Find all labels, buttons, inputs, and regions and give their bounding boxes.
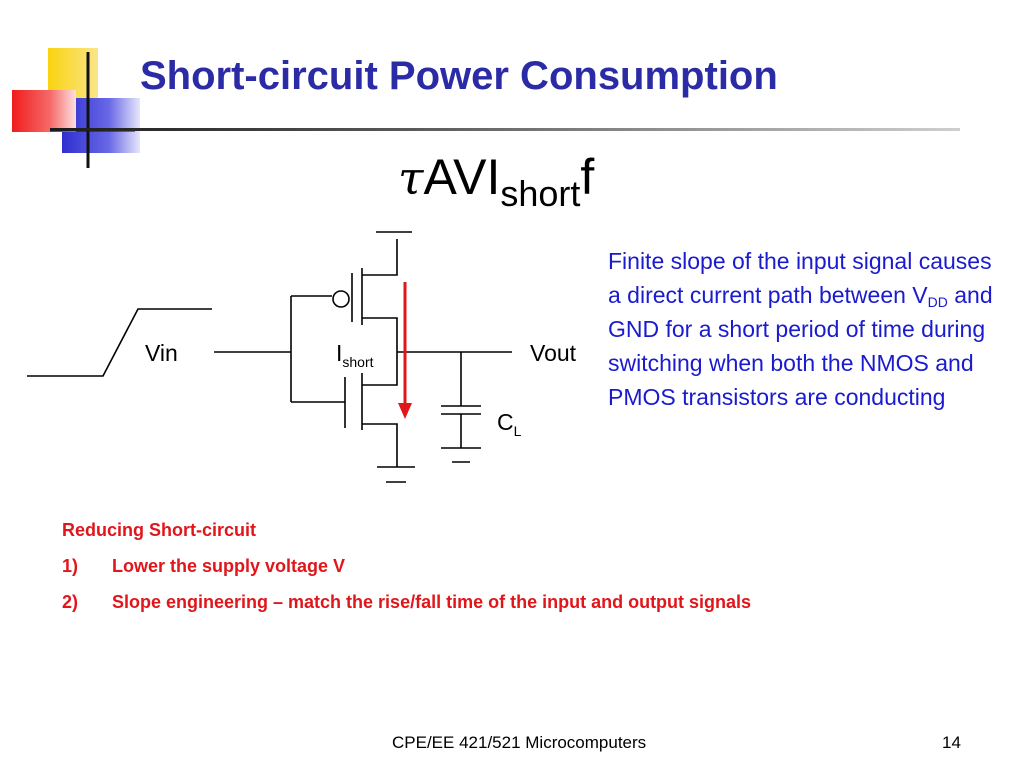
vdd-subscript: DD: [927, 294, 948, 310]
footer-course: CPE/EE 421/521 Microcomputers: [392, 733, 647, 752]
vout-label: Vout: [530, 340, 577, 366]
page-number: 14: [942, 733, 961, 752]
power-formula: τAVIshortf: [398, 149, 595, 212]
slide-title: Short-circuit Power Consumption: [140, 54, 778, 98]
input-ramp-waveform: [27, 308, 212, 377]
formula-tau: τ: [398, 151, 424, 205]
short-current-arrowhead: [398, 403, 412, 419]
pmos-inversion-bubble: [332, 290, 350, 308]
title-underline: [50, 128, 960, 131]
reducing-item: 2)Slope engineering – match the rise/fal…: [62, 592, 752, 612]
vin-label: Vin: [145, 340, 178, 366]
slide-logo: [12, 48, 140, 168]
formula-subscript: short: [500, 173, 581, 214]
cl-label: CL: [497, 409, 522, 439]
reducing-heading: Reducing Short-circuit: [62, 520, 257, 540]
formula-suffix: f: [580, 149, 595, 205]
formula-main: AVI: [423, 149, 501, 205]
inverter-circuit-diagram: Vin Vout Ishort CL: [27, 231, 577, 483]
ishort-label: Ishort: [336, 340, 374, 370]
reducing-item: 1)Lower the supply voltage V: [62, 556, 346, 576]
short-circuit-description: Finite slope of the input signal causes …: [608, 248, 993, 410]
